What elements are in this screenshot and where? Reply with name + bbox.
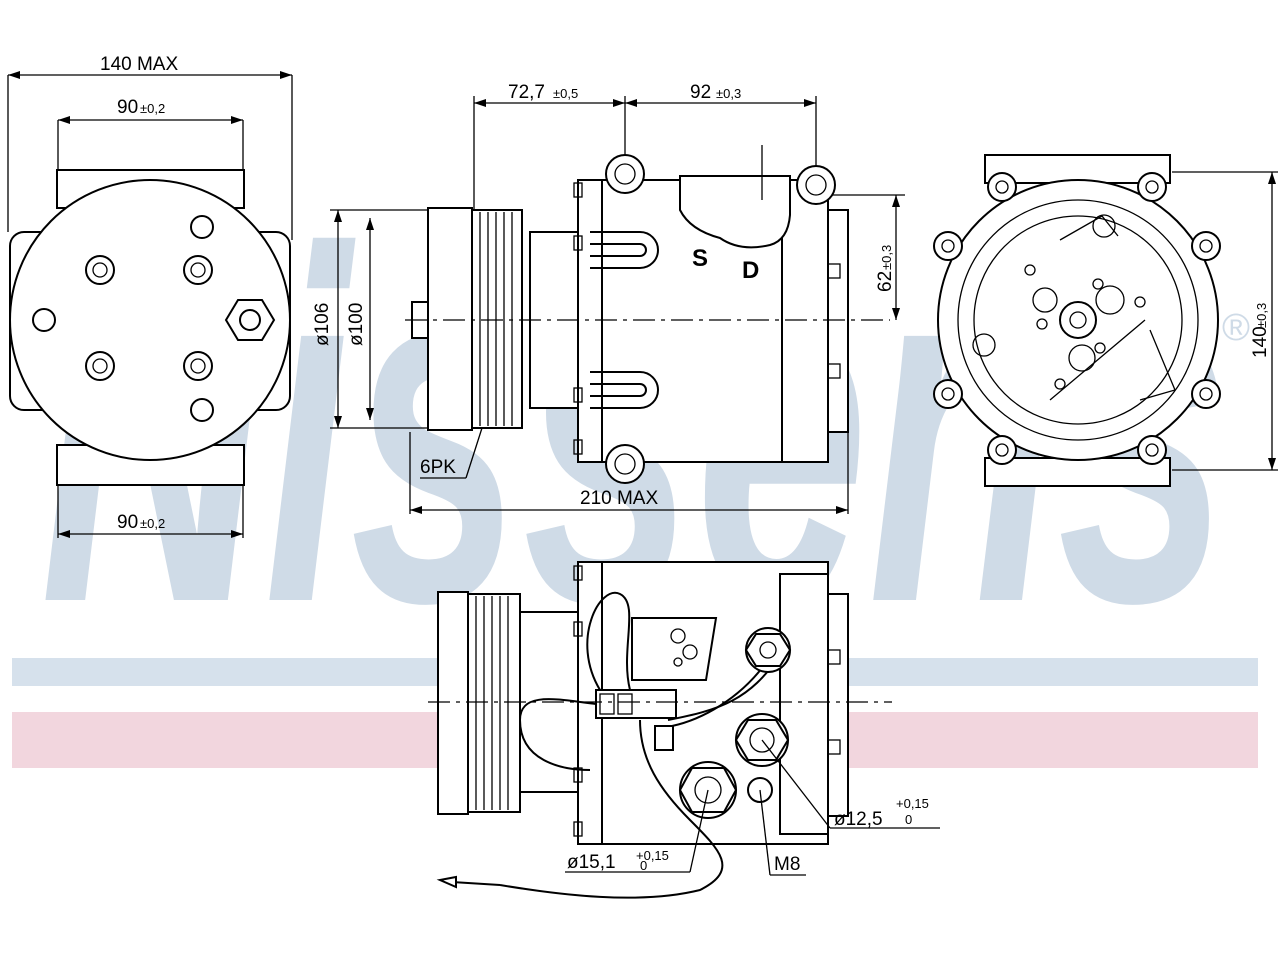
side-view: 72,7 ±0,5 92 ±0,3 ø106 ø100 bbox=[312, 82, 905, 514]
dim-port-large-tol: +0,15 bbox=[636, 848, 669, 863]
dim-rear-height: 140 bbox=[1250, 326, 1271, 358]
dim-port-large-tol-low: 0 bbox=[640, 858, 647, 873]
rear-view: 140 ±0,3 bbox=[933, 154, 1278, 487]
dim-front-width-max: 140 MAX bbox=[100, 54, 178, 75]
dim-side-bolt-tol: ±0,3 bbox=[716, 86, 741, 101]
dim-port-large: ø15,1 bbox=[567, 852, 616, 873]
dim-length-max: 210 MAX bbox=[580, 488, 658, 509]
front-view: 140 MAX 90 ±0,2 90 ±0,2 bbox=[7, 54, 293, 538]
dim-front-bottom-tol: ±0,2 bbox=[140, 516, 165, 531]
dim-port-small-tol: +0,15 bbox=[896, 796, 929, 811]
dim-front-bottom-bolt: 90 bbox=[117, 512, 138, 533]
dim-height-port: 62 bbox=[875, 271, 896, 292]
dim-belt: 6PK bbox=[420, 457, 456, 478]
dim-thread: M8 bbox=[774, 854, 800, 875]
watermark-registered-mark: ® bbox=[1222, 307, 1250, 349]
dim-side-offset: 72,7 bbox=[508, 82, 545, 103]
top-view: ø12,5 +0,15 0 ø15,1 +0,15 0 M8 bbox=[428, 561, 940, 899]
dim-front-top-bolt: 90 bbox=[117, 97, 138, 118]
port-label-suction: S bbox=[692, 245, 708, 272]
dim-front-top-tol: ±0,2 bbox=[140, 101, 165, 116]
dim-port-small-tol-low: 0 bbox=[905, 812, 912, 827]
port-label-discharge: D bbox=[742, 257, 759, 284]
dim-rear-height-tol: ±0,3 bbox=[1254, 303, 1269, 328]
dim-side-bolt: 92 bbox=[690, 82, 711, 103]
dim-pulley-inner: ø100 bbox=[346, 303, 367, 346]
dim-side-offset-tol: ±0,5 bbox=[553, 86, 578, 101]
dim-height-port-tol: ±0,3 bbox=[879, 245, 894, 270]
dim-pulley-outer: ø106 bbox=[312, 303, 333, 346]
dim-port-small: ø12,5 bbox=[834, 809, 883, 830]
